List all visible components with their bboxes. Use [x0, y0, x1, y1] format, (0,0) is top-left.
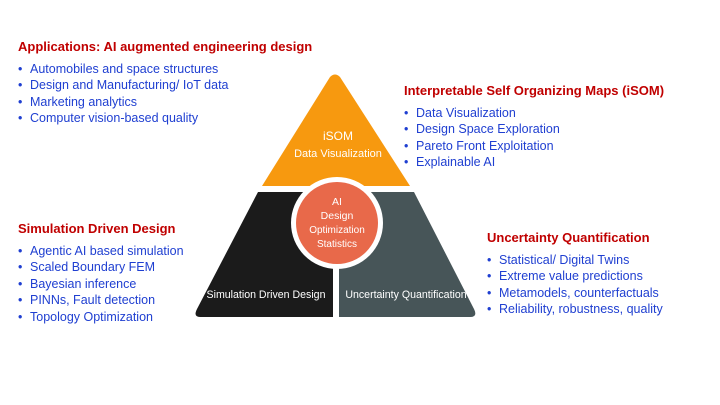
isom-block: Interpretable Self Organizing Maps (iSOM… [404, 83, 664, 171]
uncertainty-list: •Statistical/ Digital Twins •Extreme val… [487, 252, 663, 318]
applications-list: •Automobiles and space structures •Desig… [18, 61, 312, 127]
center-label-line3: Optimization [309, 225, 365, 236]
simulation-title: Simulation Driven Design [18, 221, 176, 236]
list-item: •Topology Optimization [18, 309, 153, 324]
top-segment [262, 74, 410, 186]
list-item: •Automobiles and space structures [18, 62, 219, 76]
list-item: •Bayesian inference [18, 276, 137, 291]
uncertainty-title: Uncertainty Quantification [487, 230, 650, 245]
center-label-line1: AI [332, 196, 342, 208]
list-item: •Design and Manufacturing/ IoT data [18, 78, 229, 93]
simulation-list: •Agentic AI based simulation •Scaled Bou… [18, 243, 184, 325]
list-item: •Agentic AI based simulation [18, 244, 184, 258]
list-item: •Marketing analytics [18, 94, 137, 109]
uncertainty-block: Uncertainty Quantification •Statistical/… [487, 230, 663, 318]
center-circle [296, 182, 378, 264]
applications-block: Applications: AI augmented engineering d… [18, 39, 312, 127]
left-segment-label: Simulation Driven Design [207, 289, 326, 301]
simulation-block: Simulation Driven Design •Agentic AI bas… [18, 221, 184, 325]
applications-title: Applications: AI augmented engineering d… [18, 39, 313, 54]
list-item: •PINNs, Fault detection [18, 293, 156, 308]
center-label-line2: Design [321, 210, 354, 222]
right-segment-label: Uncertainty Quantification [345, 289, 466, 301]
top-segment-label-line2: Data Visualization [294, 148, 382, 160]
list-item: •Reliability, robustness, quality [487, 302, 663, 317]
top-segment-label-line1: iSOM [323, 129, 353, 143]
list-item: •Computer vision-based quality [18, 111, 199, 126]
list-item: •Explainable AI [404, 155, 496, 170]
center-label-line4: Statistics [317, 239, 357, 250]
list-item: •Statistical/ Digital Twins [487, 253, 630, 267]
isom-list: •Data Visualization •Design Space Explor… [404, 105, 664, 171]
list-item: •Pareto Front Exploitation [404, 138, 554, 153]
list-item: •Extreme value predictions [487, 269, 643, 284]
list-item: •Design Space Exploration [404, 122, 560, 137]
isom-title: Interpretable Self Organizing Maps (iSOM… [404, 83, 665, 98]
list-item: •Data Visualization [404, 106, 516, 120]
list-item: •Metamodels, counterfactuals [487, 285, 659, 300]
list-item: •Scaled Boundary FEM [18, 260, 156, 275]
